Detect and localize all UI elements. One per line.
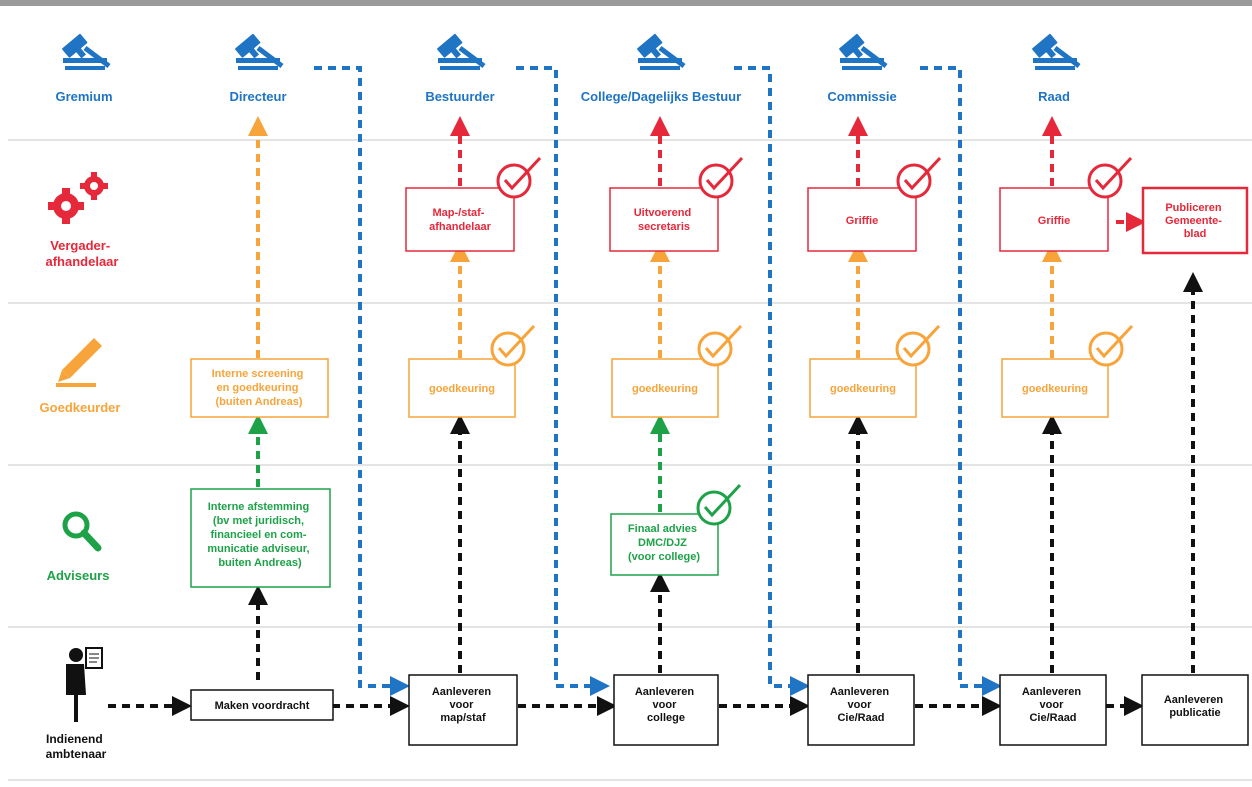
gavel-icon [839,33,888,70]
gavel-icon [1032,33,1081,70]
check-circle-icon [1087,156,1133,199]
svg-text:Uitvoerend secretaris: Uitvoerend secretaris [634,207,695,233]
box-finaal-advies: Finaal advies DMC/DJZ (voor college) [610,513,719,576]
box-goedkeuring-3: goedkeuring [809,358,917,418]
box-griffie-1: Griffie [807,187,917,252]
svg-text:Finaal advies DMC/DJZ: Finaal advies DMC/DJZ (voor college) [628,523,700,563]
box-uitvoerend-secretaris: Uitvoerend secretaris [609,187,719,252]
box-aanleveren-mapstaf: Aanleveren voor map/staf [408,674,518,746]
gavel-icon [62,33,111,70]
gremium-directeur: Directeur [229,89,286,104]
check-circle-icon [697,324,743,367]
gavel-icon [437,33,486,70]
box-aanleveren-cie-raad-2: Aanleveren voor Cie/Raad [999,674,1107,746]
box-goedkeuring-4: goedkeuring [1001,358,1109,418]
svg-text:Publiceren Gemeente-: Publiceren Gemeente- blad [1165,202,1225,240]
box-mapstaf-afhandelaar: Map-/staf- afhandelaar [405,187,515,252]
check-circle-icon [696,483,742,526]
svg-text:goedkeuring: goedkeuring [429,383,495,395]
lane-label-gremium: Gremium [55,89,112,104]
lane-dividers [8,139,1252,781]
svg-text:Interne screening en goe: Interne screening en goedkeuring (buiten… [212,368,307,408]
check-circle-icon [490,324,536,367]
svg-text:Griffie: Griffie [1038,215,1070,227]
box-griffie-2: Griffie [999,187,1109,252]
connectors [108,66,1203,716]
box-aanleveren-publicatie: Aanleveren publicatie [1141,674,1249,746]
person-with-document-icon [66,647,103,722]
gremium-raad: Raad [1038,89,1070,104]
svg-text:goedkeuring: goedkeuring [830,383,896,395]
box-aanleveren-college: Aanleveren voor college [613,674,719,746]
svg-text:Aanleveren voor Ci: Aanleveren voor Cie/Raad [1022,686,1084,724]
lane-label-adviseurs: Adviseurs [47,568,110,583]
svg-text:Map-/staf- afhandelaar: Map-/staf- afhandelaar [429,207,491,233]
svg-text:goedkeuring: goedkeuring [1022,383,1088,395]
svg-text:Interne afstemming (bv m: Interne afstemming (bv met juridisch, fi… [207,501,312,569]
svg-text:goedkeuring: goedkeuring [632,383,698,395]
gremium-commissie: Commissie [827,89,896,104]
lane-label-goedkeurder: Goedkeurder [40,400,121,415]
gavel-icon [637,33,686,70]
gremium-college: College/Dagelijks Bestuur [581,89,741,104]
gears-icon [48,172,108,224]
pencil-icon [56,338,102,387]
lane-label-vergader: Vergader- afhandelaar [46,238,119,269]
gremium-bestuurder: Bestuurder [425,89,494,104]
top-bar [0,0,1252,6]
svg-text:Aanleveren voor ma: Aanleveren voor map/staf [432,686,494,724]
box-publiceren-gemeenteblad: Publiceren Gemeente- blad [1141,186,1249,255]
box-goedkeuring-2: goedkeuring [611,358,719,418]
box-aanleveren-cie-raad-1: Aanleveren voor Cie/Raad [807,674,915,746]
svg-text:Aanleveren publicatie: Aanleveren publicatie [1164,694,1226,719]
svg-text:Maken voordracht: Maken voordracht [215,700,310,712]
box-interne-afstemming: Interne afstemming (bv met juridisch, fi… [190,488,331,588]
magnifier-icon [62,511,102,552]
box-interne-screening: Interne screening en goedkeuring (buiten… [190,358,329,418]
svg-text:Griffie: Griffie [846,215,878,227]
check-circle-icon [496,156,542,199]
check-circle-icon [896,156,942,199]
svg-text:Aanleveren voor Ci: Aanleveren voor Cie/Raad [830,686,892,724]
box-maken-voordracht: Maken voordracht [190,689,334,721]
box-goedkeuring-1: goedkeuring [408,358,516,418]
gavel-icon [235,33,284,70]
lane-label-indienend: Indienend ambtenaar [46,732,107,761]
svg-text:Aanleveren voor co: Aanleveren voor college [635,686,697,724]
check-circle-icon [895,324,941,367]
check-circle-icon [1088,324,1134,367]
check-circle-icon [698,156,744,199]
